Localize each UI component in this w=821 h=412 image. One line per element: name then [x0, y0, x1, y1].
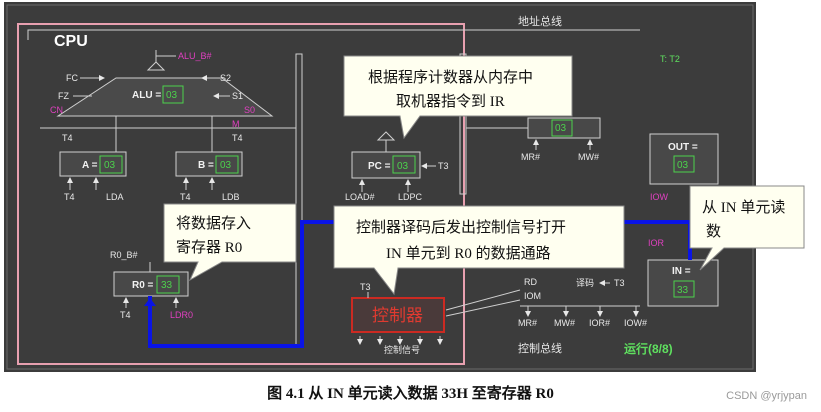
controller-name: 控制器 [372, 306, 423, 325]
callout-store-line2: 寄存器 R0 [176, 238, 242, 256]
controller-t3b: T3 [614, 278, 625, 288]
callout-read-line2: 数 [706, 223, 721, 240]
pc-name: PC = [368, 161, 391, 172]
alu-out-signal: ALU_B# [178, 51, 212, 61]
pc-t3: T3 [438, 161, 449, 171]
callout-fetch-line2: 取机器指令到 IR [396, 93, 505, 110]
memory-mw: MW# [578, 152, 599, 162]
controller-mr: MR# [518, 318, 537, 328]
in-port-signal: IOR [648, 238, 665, 248]
reg-r0-name: R0 = [132, 280, 154, 291]
alu-block [56, 77, 274, 117]
alu-cn: CN [50, 105, 63, 115]
callout-read [689, 185, 805, 271]
address-bus-label: 地址总线 [518, 14, 562, 28]
controller-rd: RD [524, 277, 537, 287]
t-state-label: T: T2 [660, 54, 680, 64]
control-bus-label: 控制总线 [518, 341, 562, 355]
callout-decode-line1: 控制器译码后发出控制信号打开 [356, 219, 566, 236]
reg-r0-value: 33 [161, 280, 173, 291]
reg-b-name: B = [198, 160, 214, 171]
reg-r0-sel: R0_B# [110, 250, 138, 260]
reg-a-name: A = [82, 160, 98, 171]
reg-b-t4: T4 [180, 192, 191, 202]
out-port-signal: IOW [650, 192, 669, 202]
callout-fetch-line1: 根据程序计数器从内存中 [368, 69, 533, 86]
controller-t3: T3 [360, 282, 371, 292]
reg-r0-t4: T4 [120, 310, 131, 320]
alu-s0: S0 [244, 105, 255, 115]
figure-caption: 图 4.1 从 IN 单元读入数据 33H 至寄存器 R0 [267, 386, 554, 402]
reg-r0-ld: LDR0 [170, 310, 193, 320]
in-port-box [647, 259, 719, 307]
controller-iom: IOM [524, 291, 541, 301]
data-bus-right [459, 53, 467, 195]
alu-fc: FC [66, 73, 78, 83]
out-port-box [649, 133, 719, 185]
callout-decode-line2: IN 单元到 R0 的数据通路 [386, 245, 551, 262]
memory-mr: MR# [521, 152, 540, 162]
reg-b-value: 03 [220, 160, 232, 171]
controller-decode: 译码 [576, 278, 594, 288]
callout-fetch [343, 55, 573, 140]
control-signal-label: 控制信号 [384, 344, 420, 355]
memory-value: 03 [555, 123, 567, 134]
alu-fz: FZ [58, 91, 69, 101]
controller-mw: MW# [554, 318, 575, 328]
callout-read-line1: 从 IN 单元读 [702, 199, 785, 216]
alu-m: M [232, 119, 240, 129]
alu-t4-right: T4 [232, 133, 243, 143]
pc-load: LOAD# [345, 192, 375, 202]
controller-ior: IOR# [589, 318, 610, 328]
out-port-value: 03 [677, 160, 689, 171]
reg-a-ld: LDA [106, 192, 124, 202]
out-port-name: OUT = [668, 142, 698, 153]
pc-value: 03 [397, 161, 409, 172]
controller-iow: IOW# [624, 318, 647, 328]
reg-b-ld: LDB [222, 192, 240, 202]
reg-a-value: 03 [104, 160, 116, 171]
address-bus-line [27, 29, 640, 40]
cpu-title: CPU [54, 33, 88, 50]
in-port-value: 33 [677, 285, 689, 296]
callout-store [163, 203, 297, 282]
alu-value: 03 [166, 90, 178, 101]
alu-name: ALU = [132, 90, 161, 101]
alu-s2: S2 [220, 73, 231, 83]
alu-t4-left: T4 [62, 133, 73, 143]
pc-ldpc: LDPC [398, 192, 423, 202]
callout-store-line1: 将数据存入 [176, 215, 251, 232]
run-status: 运行(8/8) [624, 341, 673, 356]
controller-box [351, 297, 445, 333]
reg-a-t4: T4 [64, 192, 75, 202]
in-port-name: IN = [672, 266, 691, 277]
alu-s1: S1 [232, 91, 243, 101]
watermark: CSDN @yrjypan [726, 390, 807, 402]
callout-decode [333, 205, 625, 296]
